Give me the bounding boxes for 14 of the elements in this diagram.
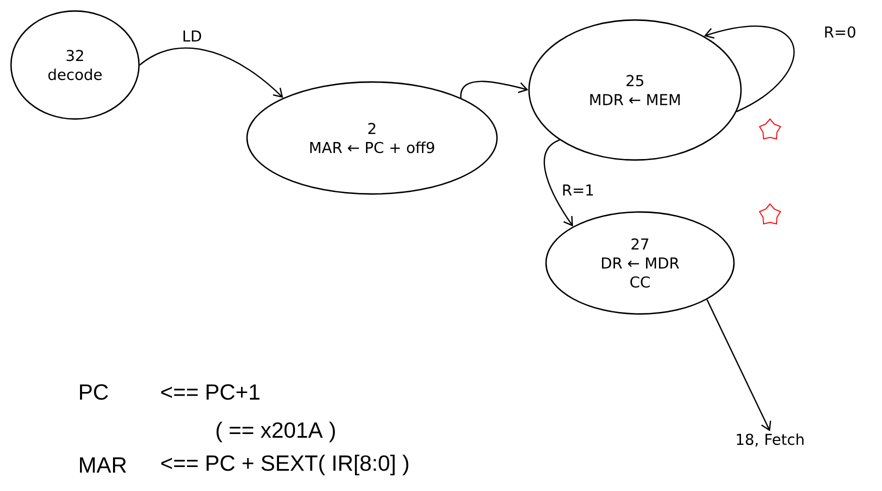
code-text: PC	[80, 384, 108, 400]
edge-label: LD	[181, 30, 203, 42]
state-text: 18, Fetch	[736, 433, 804, 447]
edge-label: R=0	[822, 25, 858, 39]
code-text: <== PC+1	[161, 384, 260, 400]
arrow	[704, 26, 794, 112]
code-text: ( == x201A )	[216, 422, 335, 442]
arrow	[139, 47, 284, 98]
code-text: MAR	[80, 457, 126, 473]
arrow	[544, 139, 574, 226]
arrow	[460, 80, 528, 98]
code-text: <== PC + SEXT( IR[8:0] )	[161, 454, 408, 476]
edge-label: R=1	[560, 184, 596, 196]
arrow	[706, 299, 772, 432]
